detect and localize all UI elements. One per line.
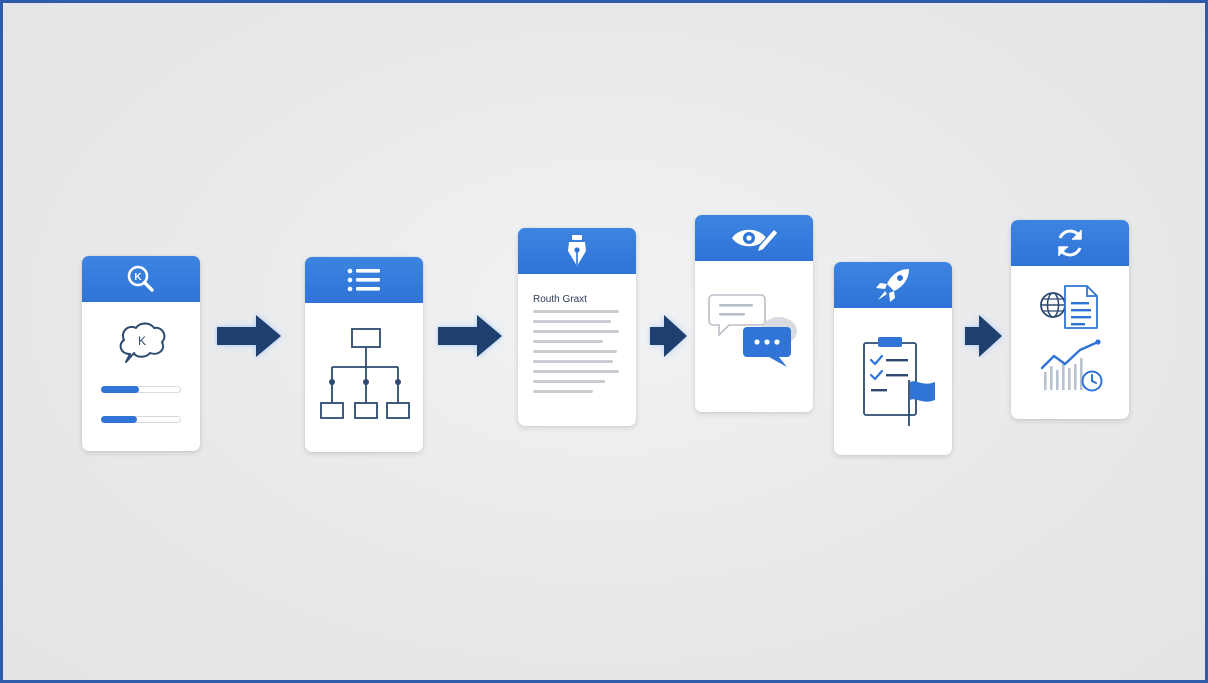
- step-card-review: [695, 215, 813, 412]
- arrow-right-icon: [438, 315, 502, 357]
- chat-bubbles-icon: [708, 294, 797, 367]
- progress-bar: [101, 416, 181, 423]
- text-lines: [533, 310, 619, 393]
- card-header: K: [82, 256, 200, 302]
- progress-fill: [101, 386, 140, 393]
- list-icon: [347, 268, 380, 292]
- refresh-icon: [1058, 229, 1082, 257]
- line-chart-icon: [1040, 339, 1101, 390]
- card-header: [1011, 220, 1129, 266]
- flag-icon: [908, 380, 935, 426]
- step-card-research: K K: [82, 256, 200, 451]
- step-card-draft: Routh Graxt: [518, 228, 636, 426]
- progress-bar: [101, 386, 181, 393]
- hierarchy-icon: [320, 328, 410, 419]
- pen-nib-icon: [568, 235, 586, 266]
- card-header: [305, 257, 423, 303]
- step-card-outline: [305, 257, 423, 452]
- clock-icon: [1081, 370, 1103, 392]
- card-header: [695, 215, 813, 261]
- draft-title: Routh Graxt: [533, 294, 587, 305]
- search-icon: K: [127, 265, 154, 292]
- eye-edit-icon: [732, 228, 779, 253]
- step-card-iterate: [1011, 220, 1129, 419]
- svg-text:K: K: [138, 334, 146, 348]
- progress-fill: [101, 416, 137, 423]
- card-header: [518, 228, 636, 274]
- arrow-right-icon: [650, 315, 687, 357]
- card-header: [834, 262, 952, 308]
- step-card-launch: [834, 262, 952, 455]
- rocket-icon: [876, 269, 909, 302]
- globe-icon: [1040, 292, 1066, 318]
- speech-bubble-icon: K: [119, 322, 166, 363]
- document-icon: [1064, 285, 1098, 329]
- svg-text:K: K: [134, 272, 142, 283]
- checklist-clipboard-icon: [863, 337, 917, 416]
- arrow-right-icon: [217, 315, 281, 357]
- arrow-right-icon: [965, 315, 1002, 357]
